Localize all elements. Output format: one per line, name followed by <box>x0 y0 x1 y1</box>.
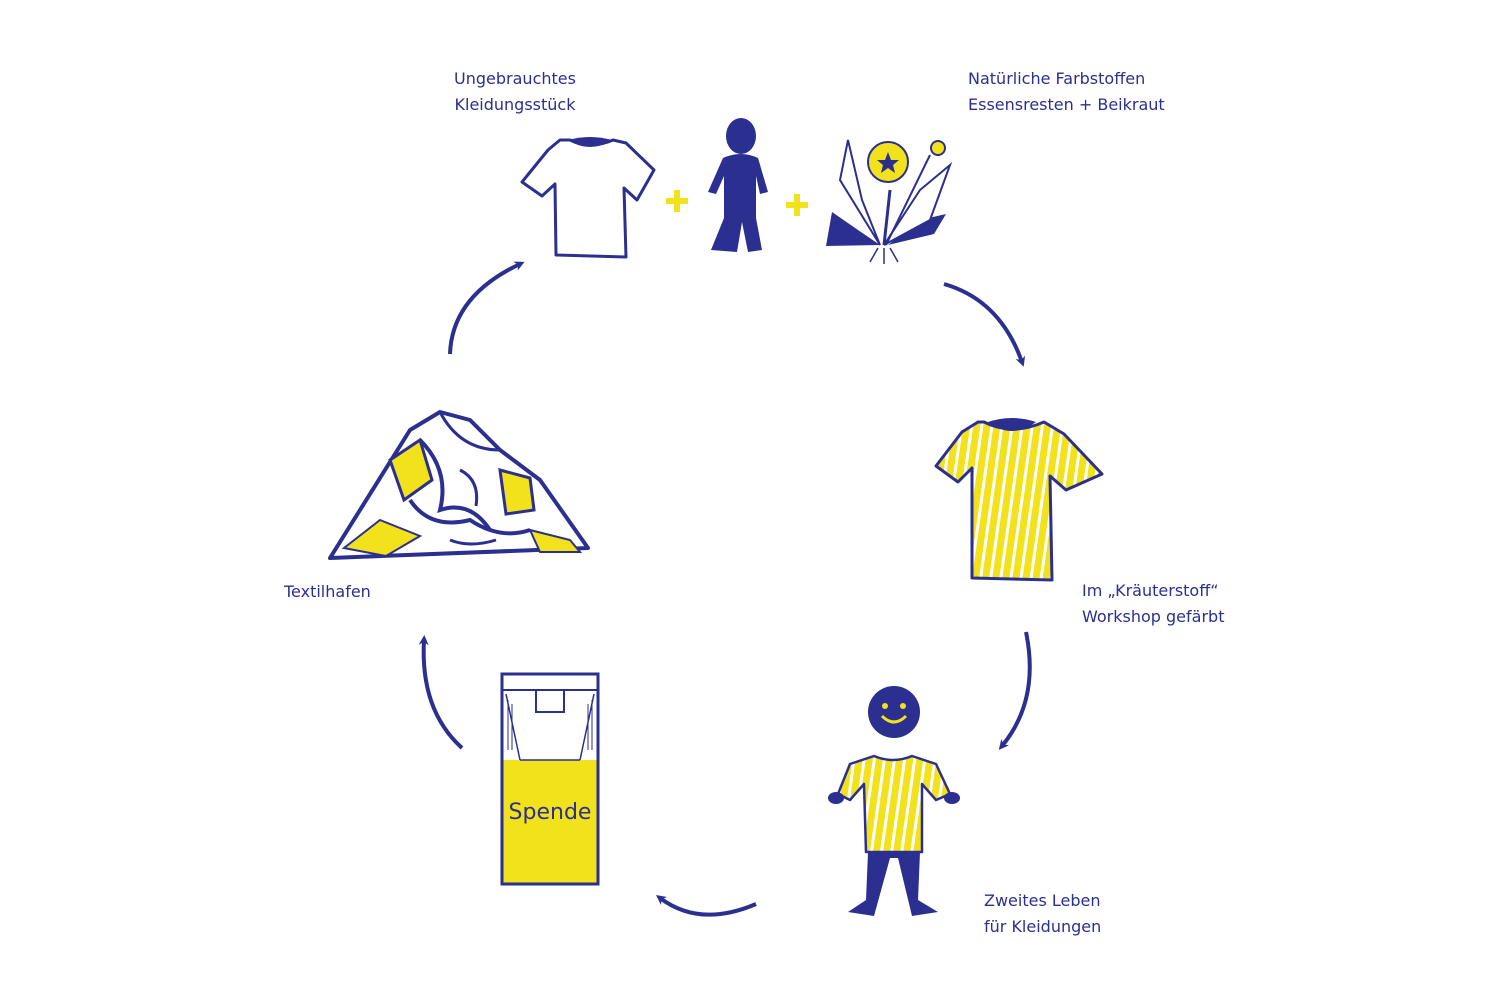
donation-box-label: Spende <box>508 800 592 825</box>
curved-arrow-icon <box>943 282 1026 367</box>
clothes-pile-icon <box>328 410 590 560</box>
curved-arrow-icon <box>448 261 525 355</box>
label-line: Essensresten + Beikraut <box>968 95 1165 114</box>
label-line: Im „Kräuterstoff“ <box>1082 581 1219 600</box>
label-textile-harbor: Textilhafen <box>284 579 404 605</box>
label-line: Kleidungsstück <box>454 95 576 114</box>
label-line: Textilhafen <box>284 582 371 601</box>
dandelion-plant-icon <box>826 139 953 264</box>
label-natural-dyes: Natürliche Farbstoffen Essensresten + Be… <box>968 66 1198 118</box>
label-dyed-garment: Im „Kräuterstoff“ Workshop gefärbt <box>1082 578 1262 630</box>
label-line: Natürliche Farbstoffen <box>968 69 1146 88</box>
label-line: für Kleidungen <box>984 917 1102 936</box>
curved-arrow-icon <box>655 895 757 917</box>
striped-tshirt-icon <box>934 418 1104 582</box>
tshirt-icon <box>520 137 656 259</box>
curved-arrow-icon <box>418 635 464 750</box>
label-second-life: Zweites Leben für Kleidungen <box>984 888 1144 940</box>
curved-arrow-icon <box>998 631 1032 750</box>
person-icon <box>708 118 768 252</box>
label-line: Workshop gefärbt <box>1082 607 1225 626</box>
donation-box-icon <box>500 672 600 886</box>
plus-icon <box>786 194 808 216</box>
plus-icon <box>666 190 688 212</box>
label-line: Zweites Leben <box>984 891 1101 910</box>
label-line: Ungebrauchtes <box>454 69 576 88</box>
label-unused-garment: Ungebrauchtes Kleidungsstück <box>440 66 590 118</box>
child-in-shirt-icon <box>828 686 960 916</box>
